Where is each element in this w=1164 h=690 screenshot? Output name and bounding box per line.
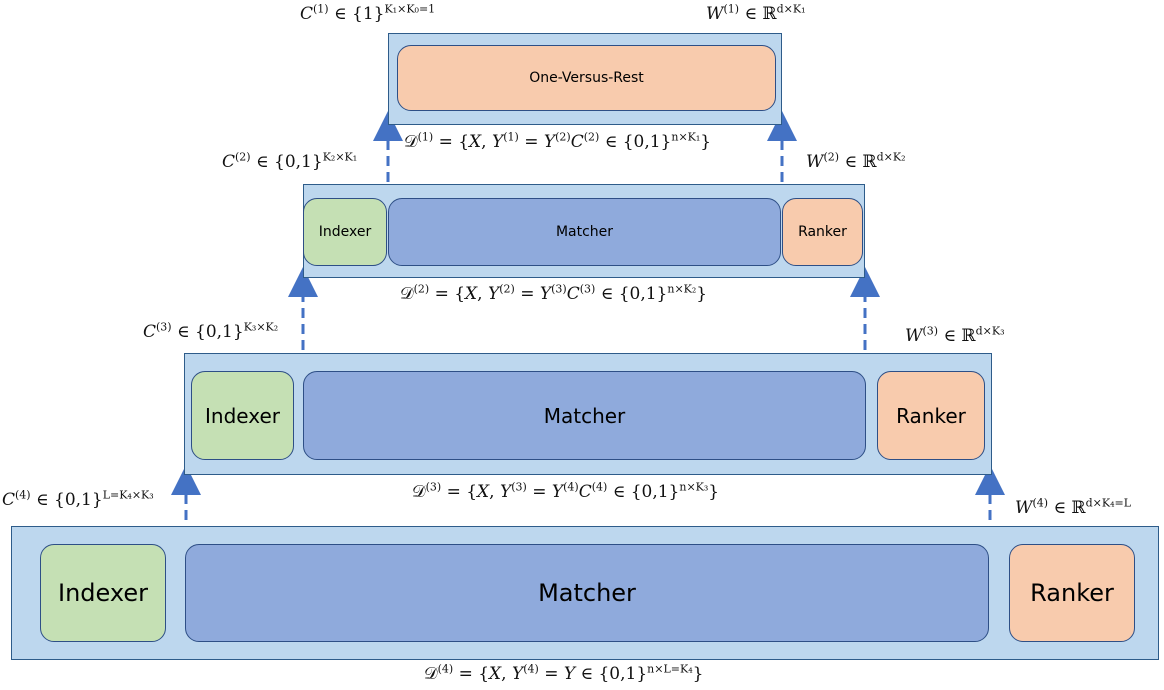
w4-label: W(4) ∈ ℝd×K₄=L — [1015, 496, 1132, 518]
level3-indexer-box: Indexer — [191, 371, 294, 460]
w2-label: W(2) ∈ ℝd×K₂ — [806, 150, 906, 172]
d2-label: 𝒟(2) = {X, Y(2) = Y(3)C(3) ∈ {0,1}n×K₂} — [400, 282, 708, 304]
one-versus-rest-label: One-Versus-Rest — [529, 70, 644, 86]
level4-indexer-box: Indexer — [40, 544, 166, 642]
one-versus-rest-box: One-Versus-Rest — [397, 45, 776, 111]
level3-ranker-label: Ranker — [896, 403, 966, 428]
level2-ranker-label: Ranker — [798, 224, 847, 240]
level2-matcher-box: Matcher — [388, 198, 781, 266]
w1-label: W(1) ∈ ℝd×K₁ — [706, 2, 806, 24]
level3-matcher-label: Matcher — [543, 403, 626, 428]
level4-indexer-label: Indexer — [58, 579, 148, 607]
level2-indexer-label: Indexer — [318, 224, 372, 240]
w3-label: W(3) ∈ ℝd×K₃ — [905, 324, 1005, 346]
level3-ranker-box: Ranker — [877, 371, 985, 460]
level2-ranker-box: Ranker — [782, 198, 863, 266]
c4-label: C(4) ∈ {0,1}L=K₄×K₃ — [2, 488, 154, 510]
level4-matcher-box: Matcher — [185, 544, 989, 642]
level4-matcher-label: Matcher — [538, 579, 636, 607]
d4-label: 𝒟(4) = {X, Y(4) = Y ∈ {0,1}n×L=K₄} — [424, 662, 704, 684]
level3-matcher-box: Matcher — [303, 371, 866, 460]
c2-label: C(2) ∈ {0,1}K₂×K₁ — [222, 150, 358, 172]
c1-label: C(1) ∈ {1}K₁×K₀=1 — [300, 2, 436, 24]
d1-label: 𝒟(1) = {X, Y(1) = Y(2)C(2) ∈ {0,1}n×K₁} — [404, 130, 712, 152]
level2-matcher-label: Matcher — [555, 224, 614, 240]
level3-indexer-label: Indexer — [205, 403, 280, 428]
level4-ranker-box: Ranker — [1009, 544, 1135, 642]
c3-label: C(3) ∈ {0,1}K₃×K₂ — [143, 320, 279, 342]
level4-ranker-label: Ranker — [1030, 579, 1114, 607]
d3-label: 𝒟(3) = {X, Y(3) = Y(4)C(4) ∈ {0,1}n×K₃} — [412, 480, 720, 502]
level2-indexer-box: Indexer — [303, 198, 387, 266]
